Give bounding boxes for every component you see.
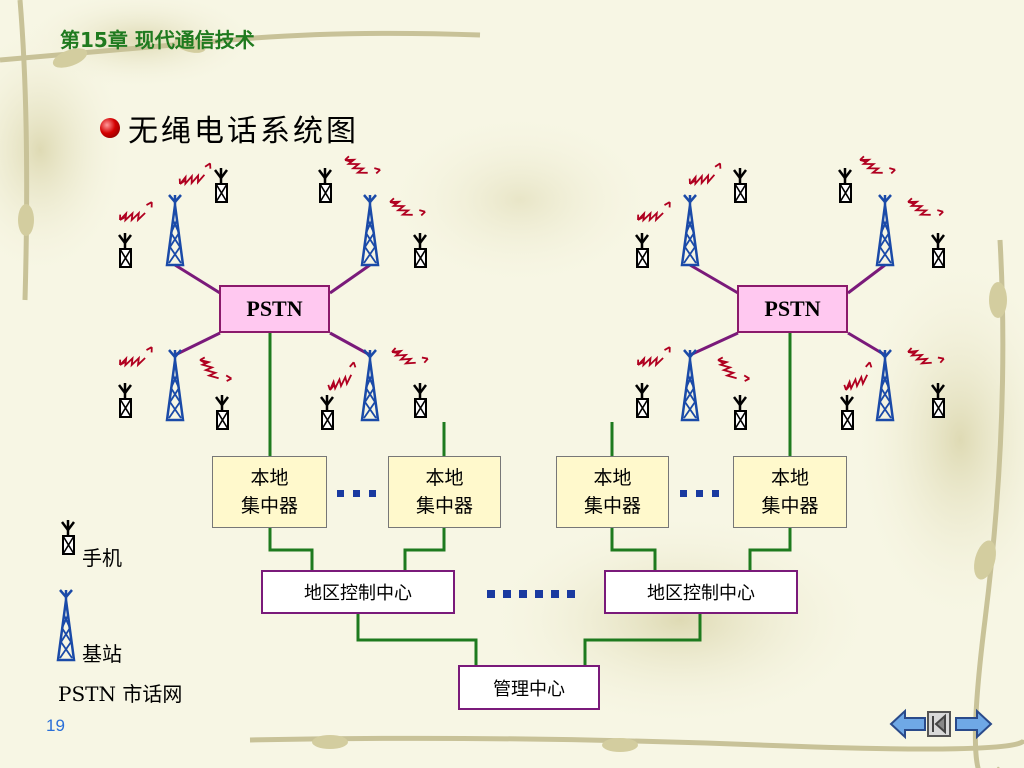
concentrator-line2: 集中器 (415, 495, 473, 517)
ellipsis-dots-left (337, 490, 376, 497)
concentrator-line1: 本地 (770, 467, 809, 489)
home-icon[interactable] (926, 708, 952, 740)
legend-pstn-label: PSTN 市话网 (58, 682, 183, 706)
regional-control-center-right: 地区控制中心 (604, 570, 798, 614)
next-arrow-icon[interactable] (953, 708, 993, 740)
right-cluster (634, 153, 946, 431)
wired-links (268, 333, 792, 665)
regional-control-center-left: 地区控制中心 (261, 570, 455, 614)
slide-title-row: 无绳电话系统图 (100, 106, 359, 150)
ellipsis-dots-right (680, 490, 719, 497)
concentrator-line1: 本地 (250, 467, 289, 489)
local-concentrator-2: 本地 集中器 (388, 456, 501, 528)
local-concentrator-3: 本地 集中器 (556, 456, 669, 528)
ellipsis-dots-center (487, 590, 575, 598)
concentrator-line2: 集中器 (583, 495, 641, 517)
management-center: 管理中心 (458, 665, 600, 710)
concentrator-line2: 集中器 (761, 495, 819, 517)
slide-title: 无绳电话系统图 (128, 114, 359, 149)
local-concentrator-1: 本地 集中器 (212, 456, 327, 528)
concentrator-line1: 本地 (425, 467, 464, 489)
chapter-header: 第15章 现代通信技术 (60, 28, 255, 52)
bullet-icon (100, 118, 120, 138)
legend-handset-label: 手机 (82, 546, 122, 570)
local-concentrator-4: 本地 集中器 (733, 456, 847, 528)
left-cluster (117, 153, 429, 431)
pstn-box-right: PSTN (737, 285, 848, 333)
concentrator-line1: 本地 (593, 467, 632, 489)
pstn-box-left: PSTN (219, 285, 330, 333)
legend-base-station-label: 基站 (82, 642, 122, 666)
page-number: 19 (46, 716, 65, 735)
prev-arrow-icon[interactable] (889, 708, 927, 740)
concentrator-line2: 集中器 (240, 495, 298, 517)
